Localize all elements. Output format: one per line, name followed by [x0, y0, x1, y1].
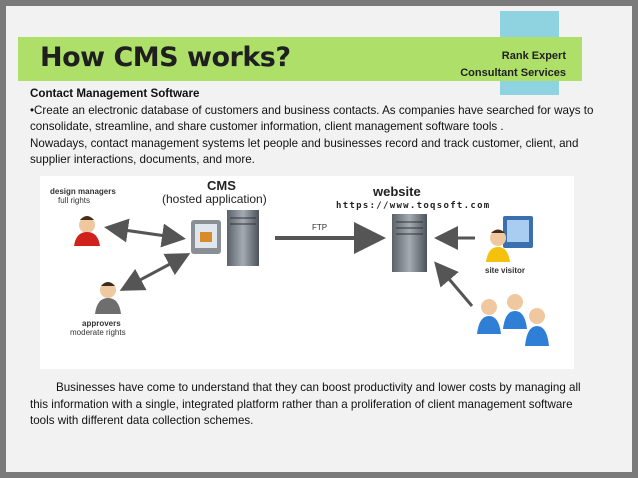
bottom-paragraph: Businesses have come to understand that … [30, 381, 581, 427]
section-heading: Contact Management Software [30, 87, 200, 100]
design-managers-label: design managers [50, 187, 116, 196]
title-banner [18, 37, 582, 81]
slide-title: How CMS works? [40, 42, 291, 73]
arrow-group-web [434, 261, 474, 307]
approvers-label: approvers [82, 319, 121, 328]
web-server-icon [392, 214, 427, 272]
site-visitor-label: site visitor [485, 266, 526, 275]
full-rights-label: full rights [58, 196, 91, 205]
cms-computer-icon [191, 210, 259, 266]
approver-icon [95, 282, 121, 314]
company-line-2: Consultant Services [460, 67, 566, 79]
site-visitor-icon [486, 216, 533, 262]
website-label: website [373, 184, 421, 199]
hosted-application-label: (hosted application) [162, 192, 267, 206]
moderate-rights-label: moderate rights [70, 328, 126, 337]
ftp-label: FTP [312, 223, 328, 232]
bottom-text: Businesses have come to understand that … [30, 380, 600, 430]
arrow-approver-cms [119, 253, 191, 291]
diagram-graphics [74, 210, 549, 346]
paragraph-2: Nowadays, contact management systems let… [30, 136, 579, 167]
company-name: Rank Expert Consultant Services [460, 48, 566, 82]
company-line-1: Rank Expert [501, 50, 566, 62]
visitor-group-icon [477, 294, 549, 346]
cms-diagram: design managers full rights CMS (hosted … [40, 176, 574, 369]
cms-label: CMS [207, 178, 236, 193]
paragraph-1: •Create an electronic database of custom… [30, 103, 594, 134]
website-url: https://www.toqsoft.com [336, 201, 491, 211]
arrow-designer-cms [104, 218, 186, 248]
design-manager-icon [74, 216, 100, 246]
body-text: Contact Management Software •Create an e… [30, 86, 600, 169]
